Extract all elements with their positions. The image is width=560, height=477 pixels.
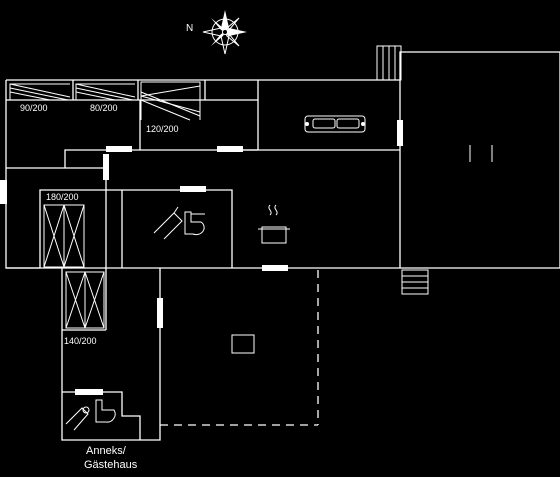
stairs-top — [376, 45, 402, 81]
bed-3-icon — [140, 81, 201, 121]
cooking-pot-icon — [258, 204, 290, 244]
shower-icon — [153, 206, 183, 240]
annex-shower-icon — [65, 406, 90, 431]
toilet-icon — [184, 211, 205, 236]
bed-3-label: 120/200 — [146, 124, 179, 134]
bed-5-label: 140/200 — [64, 336, 97, 346]
bed-1-label: 90/200 — [20, 103, 48, 113]
windows — [0, 120, 403, 395]
annex-toilet-icon — [95, 399, 116, 423]
annex-walls — [61, 268, 161, 441]
annex-label-line1: Anneks/ — [86, 445, 127, 457]
stairs-bottom — [401, 269, 429, 295]
sofa-icon — [304, 115, 366, 133]
bed-2-icon — [75, 83, 136, 101]
east-wing-walls — [376, 45, 560, 295]
bed-4-label: 180/200 — [46, 192, 79, 202]
terrace-outline — [160, 270, 319, 426]
bed-2-label: 80/200 — [90, 103, 118, 113]
compass-rose-icon — [202, 10, 247, 55]
north-label: N — [186, 23, 193, 34]
main-house-walls — [5, 79, 401, 269]
bed-4-icon — [43, 204, 85, 268]
bed-5-icon — [65, 271, 105, 329]
annex-label-line2: Gästehaus — [84, 459, 138, 471]
bed-1-icon — [9, 83, 71, 101]
